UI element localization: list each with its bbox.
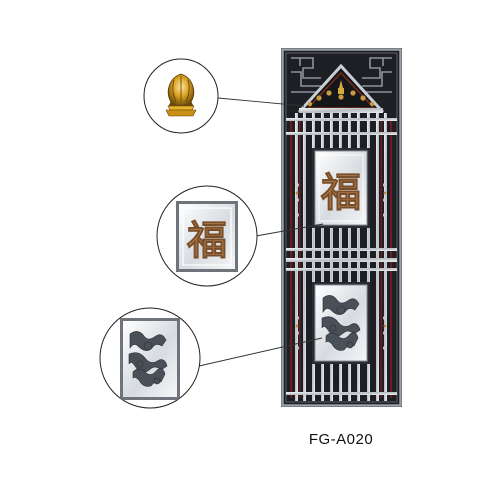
- callout-fu-character: 福: [186, 217, 227, 264]
- carved-callout-line: [198, 337, 323, 367]
- finial-callout-line: [217, 97, 305, 107]
- upper-panel-character: 福: [320, 169, 361, 216]
- fu-callout-line: [255, 223, 324, 237]
- model-code-label: FG-A020: [308, 431, 374, 448]
- lower-carved-panel: [312, 282, 370, 364]
- finial-ornament-callout: [143, 58, 219, 134]
- finial-row: [307, 90, 375, 107]
- callout-lines: [198, 97, 324, 367]
- fu-panel-callout: 福: [156, 185, 258, 287]
- gold-finial-icon: [165, 73, 197, 117]
- horizontal-rails: [286, 118, 397, 395]
- upper-fu-panel: 福: [312, 148, 370, 228]
- top-lattice: [291, 57, 392, 93]
- carved-panel-callout: [99, 307, 201, 409]
- carved-relief-icon: [128, 331, 168, 387]
- side-ornaments: [295, 183, 387, 350]
